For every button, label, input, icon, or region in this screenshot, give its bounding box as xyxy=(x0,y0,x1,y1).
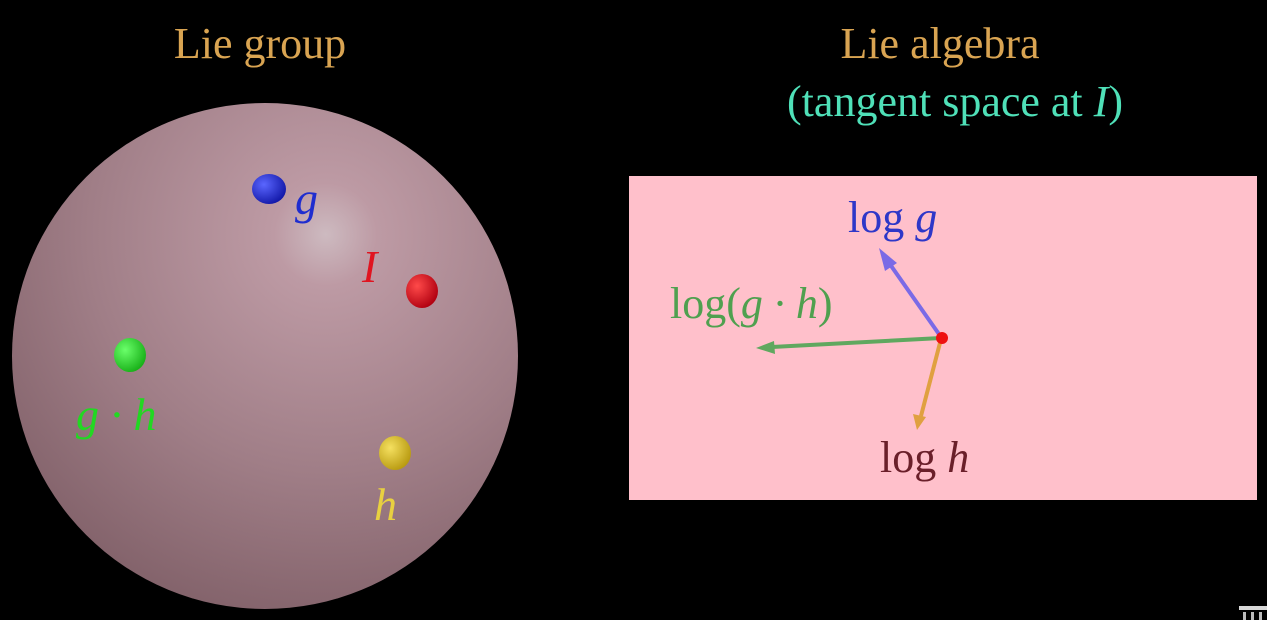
lie-group-sphere xyxy=(12,103,518,609)
point-h-ball xyxy=(379,436,411,470)
identity-origin-point xyxy=(936,332,948,344)
vector-log-gh xyxy=(756,336,942,354)
subtitle-prefix: (tangent space at xyxy=(787,77,1094,126)
vector-log-h-label: log h xyxy=(880,433,969,482)
tangent-space-subtitle: (tangent space at I) xyxy=(700,76,1210,127)
point-g-label: g xyxy=(295,173,318,224)
point-identity-ball xyxy=(406,274,438,308)
point-h-label: h xyxy=(374,479,397,530)
vector-log-g xyxy=(879,248,943,339)
vector-log-h xyxy=(913,338,943,430)
point-identity-label: I xyxy=(361,241,380,292)
vector-log-g-label: log g xyxy=(848,193,937,242)
point-gh-label: g · h xyxy=(76,389,157,440)
point-g-ball xyxy=(252,174,286,204)
subtitle-suffix: ) xyxy=(1108,77,1123,126)
vector-log-gh-label: log(g · h) xyxy=(670,279,833,328)
lie-group-title: Lie group xyxy=(173,19,347,68)
player-corner-icon xyxy=(1239,606,1267,620)
lie-algebra-title: Lie algebra xyxy=(840,19,1040,68)
subtitle-identity-var: I xyxy=(1093,77,1109,126)
point-gh-ball xyxy=(114,338,146,372)
